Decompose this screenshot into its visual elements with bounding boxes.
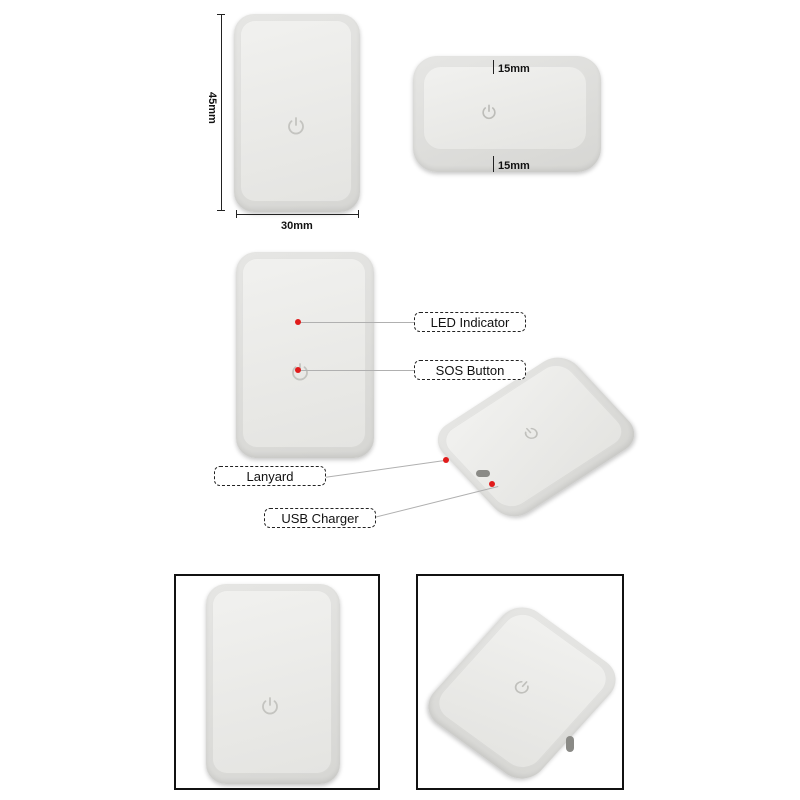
height-dimension-tick-top (217, 14, 225, 15)
device-angled-view (428, 349, 644, 525)
device-face (212, 590, 332, 774)
callout-sos-button: SOS Button (414, 360, 526, 380)
device-front-view (234, 14, 360, 212)
device-photo-front (206, 584, 340, 784)
thickness-dimension-line-bottom (493, 156, 494, 172)
device-face (240, 20, 352, 202)
width-dimension-line (236, 214, 358, 215)
usb-charger-dot (489, 481, 495, 487)
thickness-dimension-label-top: 15mm (498, 63, 530, 75)
device-photo-angled (418, 598, 622, 788)
callout-lanyard: Lanyard (214, 466, 326, 486)
height-dimension-label: 45mm (206, 92, 218, 124)
device-face (242, 258, 366, 448)
leader-led (298, 322, 414, 323)
led-indicator-dot (295, 319, 301, 325)
power-icon (482, 104, 496, 120)
power-icon (262, 697, 278, 715)
width-dimension-tick-left (236, 210, 237, 218)
thickness-dimension-line-top (493, 60, 494, 74)
power-icon (288, 117, 304, 135)
power-icon (514, 680, 529, 694)
usb-port (566, 736, 574, 752)
usb-port (476, 470, 490, 477)
photo-frame-front (174, 574, 380, 790)
sos-button-dot (295, 367, 301, 373)
callout-led-indicator: LED Indicator (414, 312, 526, 332)
thickness-dimension-label-bottom: 15mm (498, 160, 530, 172)
callout-usb-charger: USB Charger (264, 508, 376, 528)
device-side-face (423, 66, 587, 150)
height-dimension-tick-bottom (217, 210, 225, 211)
leader-sos (298, 370, 414, 371)
leader-usb (373, 486, 499, 518)
height-dimension-line (221, 14, 222, 210)
lanyard-dot (443, 457, 449, 463)
width-dimension-tick-right (358, 210, 359, 218)
device-annotated-front (236, 252, 374, 458)
photo-frame-angled (416, 574, 624, 790)
leader-lanyard (323, 460, 444, 478)
power-icon (524, 427, 538, 439)
width-dimension-label: 30mm (281, 220, 313, 232)
device-side-view (413, 56, 601, 172)
